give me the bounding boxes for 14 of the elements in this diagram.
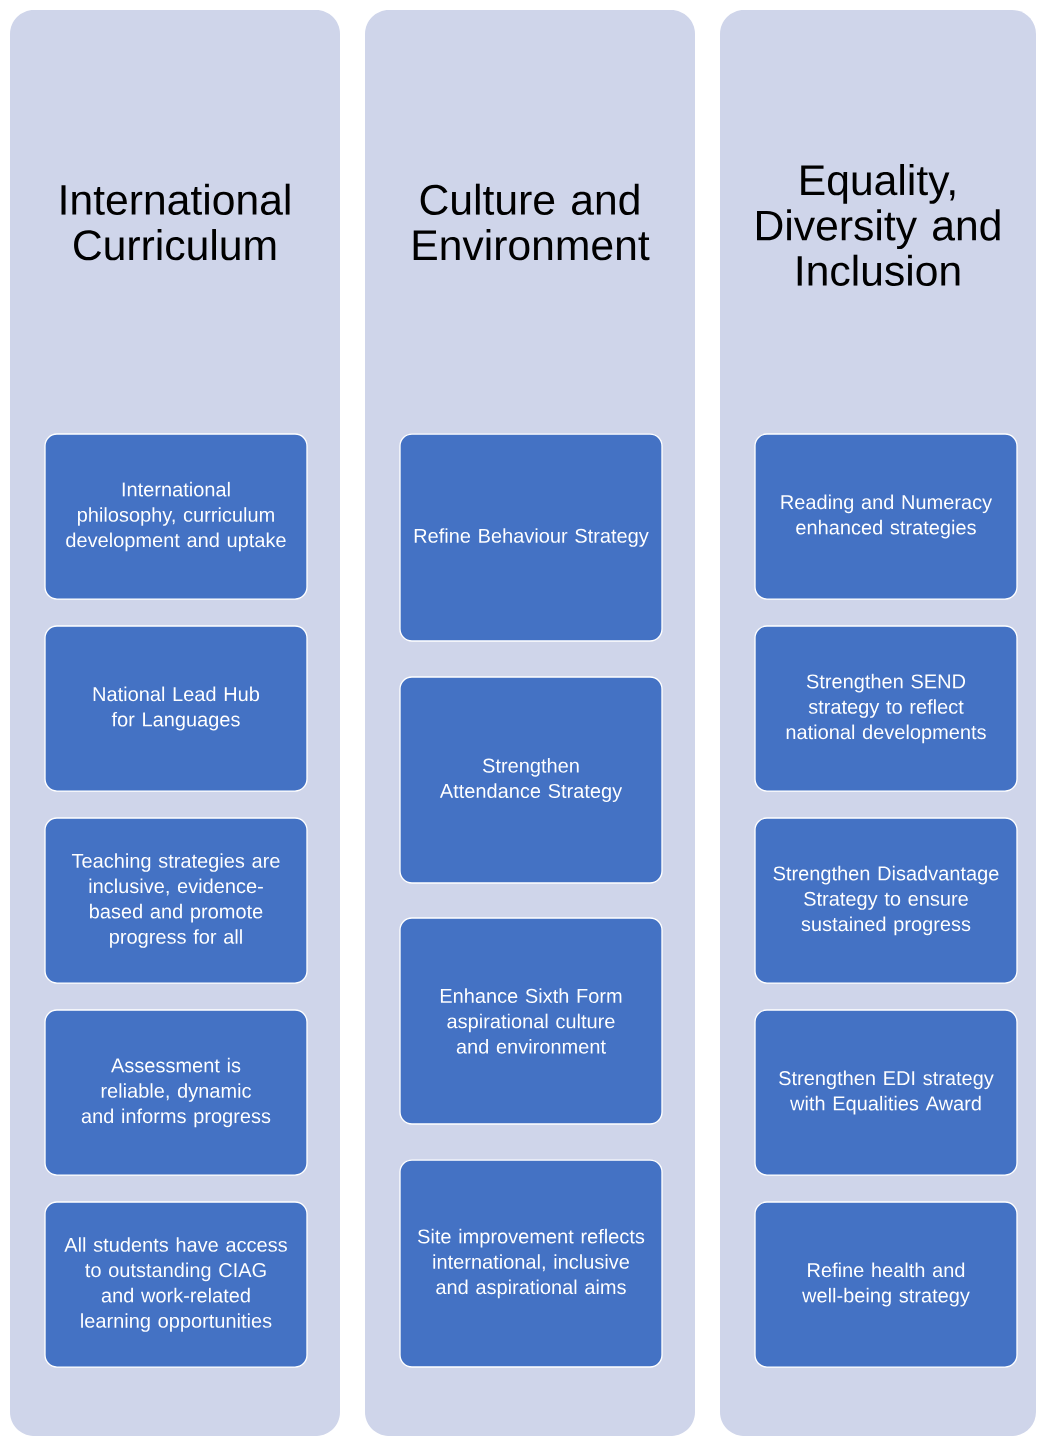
strategy-box: Enhance Sixth Form aspirational culture and environment bbox=[399, 917, 663, 1125]
strategy-box: Strengthen EDI strategy with Equalities Award bbox=[754, 1009, 1018, 1176]
strategy-box: Strengthen Attendance Strategy bbox=[399, 676, 663, 884]
strategy-box: Strengthen SEND strategy to reflect national developments bbox=[754, 625, 1018, 792]
strategy-box: Refine Behaviour Strategy bbox=[399, 433, 663, 642]
strategy-box: National Lead Hub for Languages bbox=[44, 625, 308, 792]
strategy-box: Assessment is reliable, dynamic and informs progress bbox=[44, 1009, 308, 1176]
strategy-box: Refine health and well-being strategy bbox=[754, 1201, 1018, 1368]
strategy-box: Teaching strategies are inclusive, evidence-based and promote progress for all bbox=[44, 817, 308, 984]
strategy-box: Reading and Numeracy enhanced strategies bbox=[754, 433, 1018, 600]
strategy-box: International philosophy, curriculum development and uptake bbox=[44, 433, 308, 600]
strategy-box: All students have access to outstanding CIAG and work-related learning opportunities bbox=[44, 1201, 308, 1368]
strategy-box: Site improvement reflects international, inclusive and aspirational aims bbox=[399, 1159, 663, 1368]
strategy-box: Strengthen Disadvantage Strategy to ensure sustained progress bbox=[754, 817, 1018, 984]
